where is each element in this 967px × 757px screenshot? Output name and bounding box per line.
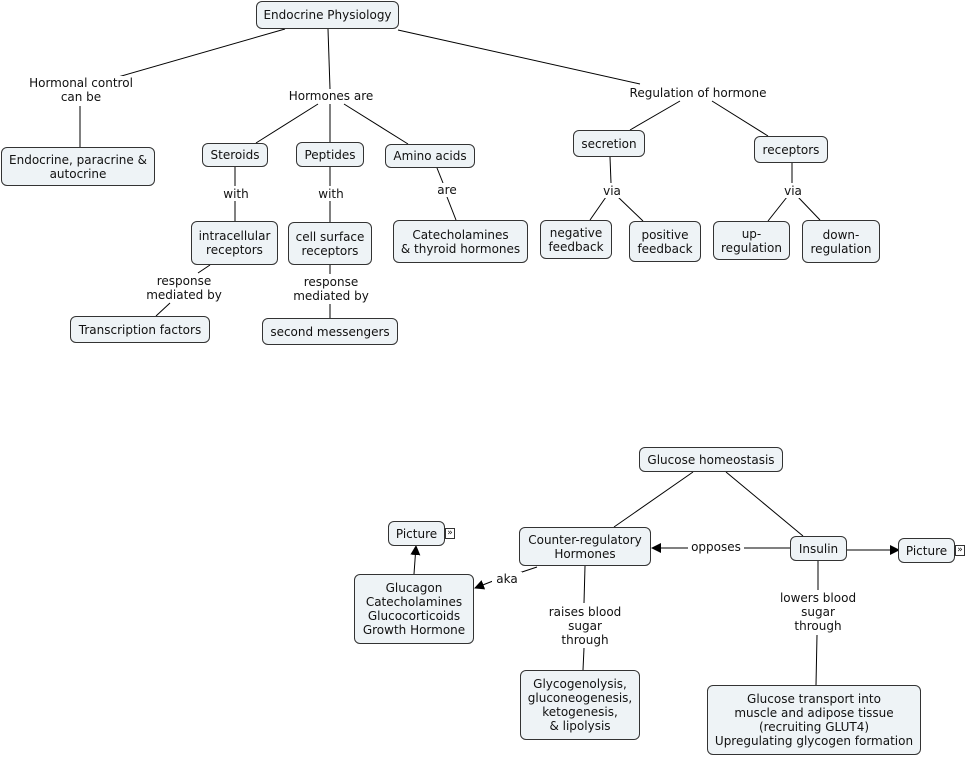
node-endocrine-paracrine-autocrine[interactable]: Endocrine, paracrine & autocrine bbox=[1, 147, 155, 186]
link-lowers-transport bbox=[815, 634, 818, 686]
node-glucose-transport[interactable]: Glucose transport into muscle and adipos… bbox=[707, 685, 921, 755]
label-opposes: opposes bbox=[688, 540, 744, 554]
link-via-down bbox=[797, 196, 821, 221]
link-hormones-steroids bbox=[255, 103, 319, 144]
link-hormones-amino bbox=[343, 103, 409, 145]
label-raises: raises blood sugar through bbox=[541, 605, 629, 647]
link-root-regulation bbox=[397, 29, 641, 85]
link-counter-aka bbox=[518, 566, 538, 574]
link-glucose-insulin bbox=[725, 471, 804, 537]
label-with-1: with bbox=[218, 187, 254, 201]
link-secretion-via bbox=[609, 156, 612, 184]
node-positive-feedback[interactable]: positive feedback bbox=[629, 221, 701, 262]
link-via-positive bbox=[617, 196, 644, 222]
node-down-regulation[interactable]: down- regulation bbox=[802, 220, 880, 263]
label-via-1: via bbox=[598, 184, 626, 198]
label-are: are bbox=[432, 183, 462, 197]
node-picture-right[interactable]: Picture bbox=[898, 538, 955, 563]
link-aka-glucagon bbox=[474, 580, 494, 590]
label-hormones-are: Hormones are bbox=[283, 89, 379, 103]
link-regulation-secretion bbox=[629, 100, 681, 131]
node-steroids[interactable]: Steroids bbox=[202, 143, 268, 167]
label-lowers: lowers blood sugar through bbox=[774, 591, 862, 633]
link-via-up bbox=[767, 196, 788, 222]
node-amino-acids[interactable]: Amino acids bbox=[385, 144, 475, 168]
resource-link-icon-left[interactable]: » bbox=[445, 528, 455, 539]
label-response-1: response mediated by bbox=[140, 274, 228, 302]
node-secretion[interactable]: secretion bbox=[573, 130, 645, 157]
link-glucose-counter bbox=[613, 471, 694, 528]
link-via-negative bbox=[589, 196, 607, 221]
node-up-regulation[interactable]: up- regulation bbox=[713, 221, 790, 260]
node-catecholamines-thyroid[interactable]: Catecholamines & thyroid hormones bbox=[393, 220, 528, 263]
resource-link-icon-right[interactable]: » bbox=[955, 545, 965, 556]
node-receptors[interactable]: receptors bbox=[754, 136, 828, 163]
node-negative-feedback[interactable]: negative feedback bbox=[540, 220, 612, 259]
node-picture-left[interactable]: Picture bbox=[388, 521, 445, 546]
link-root-hormones bbox=[327, 28, 331, 90]
node-peptides[interactable]: Peptides bbox=[296, 142, 364, 167]
node-second-messengers[interactable]: second messengers bbox=[262, 318, 398, 345]
link-root-hormonal bbox=[117, 28, 286, 78]
link-intracellular-response bbox=[197, 264, 211, 274]
node-transcription-factors[interactable]: Transcription factors bbox=[70, 316, 210, 343]
link-are-catechol bbox=[446, 196, 457, 221]
link-glucagon-picture bbox=[410, 545, 421, 575]
label-aka: aka bbox=[492, 572, 522, 586]
label-hormonal-control: Hormonal control can be bbox=[24, 76, 138, 104]
node-glucose-homeostasis[interactable]: Glucose homeostasis bbox=[639, 447, 783, 472]
node-counter-regulatory-hormones[interactable]: Counter-regulatory Hormones bbox=[519, 527, 651, 566]
node-glucagon-list[interactable]: Glucagon Catecholamines Glucocorticoids … bbox=[354, 574, 474, 644]
link-raises-glyco bbox=[582, 647, 585, 671]
link-counter-raises bbox=[583, 565, 586, 604]
label-regulation-of-hormone: Regulation of hormone bbox=[623, 86, 773, 100]
node-cell-surface-receptors[interactable]: cell surface receptors bbox=[288, 222, 372, 265]
label-via-2: via bbox=[779, 184, 807, 198]
label-with-2: with bbox=[313, 187, 349, 201]
label-response-2: response mediated by bbox=[287, 275, 375, 303]
node-glycogenolysis[interactable]: Glycogenolysis, gluconeogenesis, ketogen… bbox=[520, 670, 640, 740]
link-response-transcription bbox=[155, 302, 171, 317]
link-amino-are bbox=[436, 167, 444, 184]
node-intracellular-receptors[interactable]: intracellular receptors bbox=[191, 221, 278, 265]
node-endocrine-physiology[interactable]: Endocrine Physiology bbox=[256, 1, 399, 29]
link-regulation-receptors bbox=[711, 100, 769, 137]
node-insulin[interactable]: Insulin bbox=[790, 536, 847, 561]
